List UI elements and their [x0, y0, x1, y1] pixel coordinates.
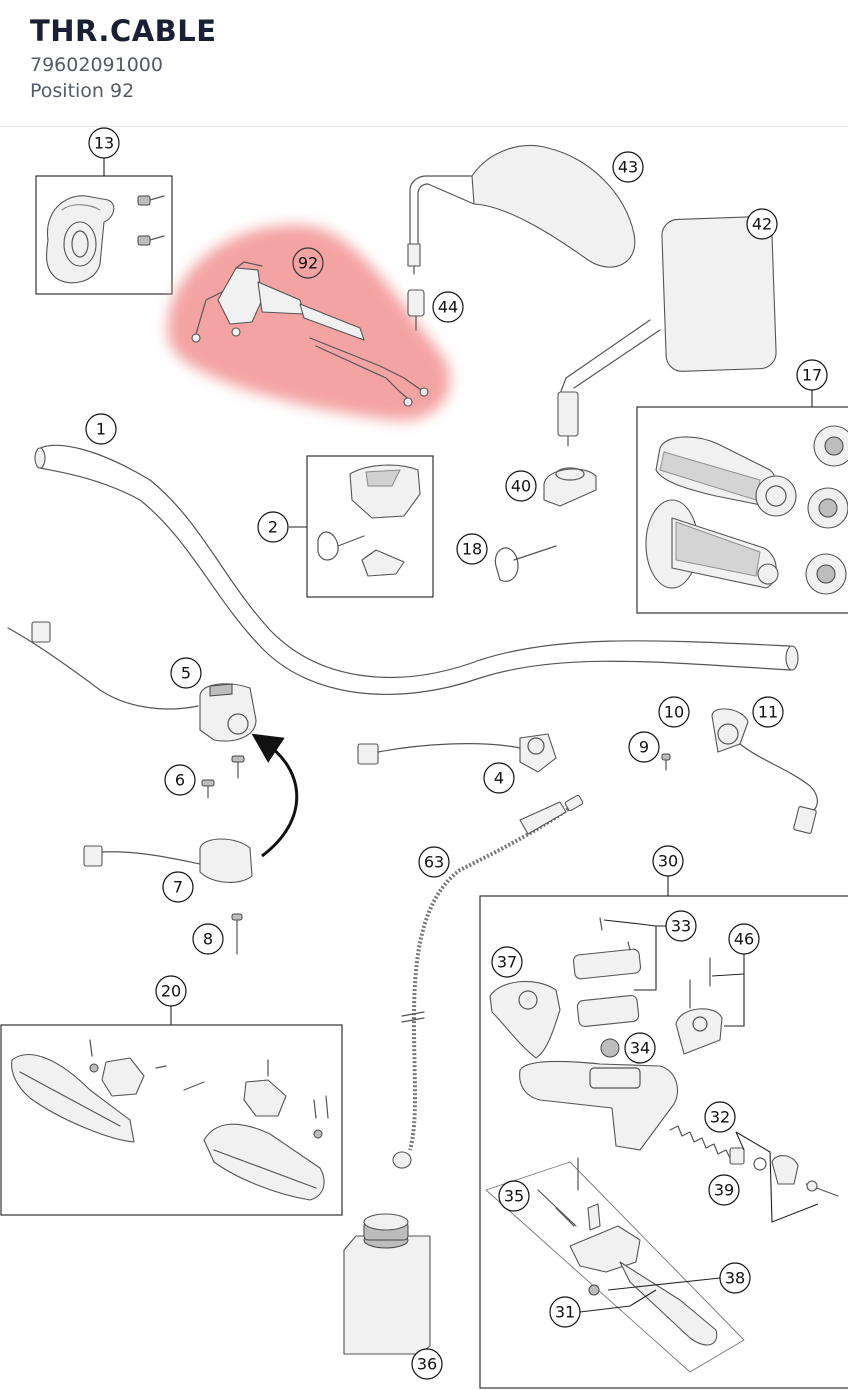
- callout-17: 17: [796, 359, 828, 391]
- svg-text:11: 11: [758, 703, 778, 722]
- callout-33: 33: [665, 910, 697, 942]
- callouts: 1 2 4 5 6 7 8 9 10 11 13 17 18 20 30 31 …: [85, 127, 828, 1380]
- callout-7: 7: [162, 871, 194, 903]
- part-63-hose: [392, 794, 584, 1169]
- svg-text:30: 30: [658, 852, 678, 871]
- svg-text:33: 33: [671, 917, 691, 936]
- part-43-mirror: [407, 144, 636, 275]
- callout-36: 36: [411, 1348, 443, 1380]
- callout-31: 31: [549, 1296, 581, 1328]
- callout-9: 9: [628, 731, 660, 763]
- part-13-throttle-housing: [35, 175, 173, 295]
- callout-32: 32: [704, 1101, 736, 1133]
- callout-39: 39: [708, 1174, 740, 1206]
- svg-text:4: 4: [494, 769, 504, 788]
- part-2-cover-kit: [306, 455, 434, 598]
- part-42-mirror: [557, 216, 777, 447]
- callout-34: 34: [624, 1032, 656, 1064]
- part-20-handguards: [0, 1024, 343, 1216]
- callout-18: 18: [456, 533, 488, 565]
- svg-text:31: 31: [555, 1303, 575, 1322]
- svg-text:32: 32: [710, 1108, 730, 1127]
- part-30-master-cylinder: [479, 895, 848, 1389]
- svg-text:9: 9: [639, 738, 649, 757]
- svg-text:8: 8: [203, 930, 213, 949]
- svg-text:42: 42: [752, 215, 772, 234]
- svg-text:37: 37: [497, 953, 517, 972]
- callout-10: 10: [658, 696, 690, 728]
- part-position: Position 92: [30, 80, 135, 102]
- svg-text:63: 63: [424, 853, 444, 872]
- svg-text:43: 43: [618, 158, 638, 177]
- svg-text:6: 6: [175, 771, 185, 790]
- svg-text:36: 36: [417, 1355, 437, 1374]
- part-number: 79602091000: [30, 54, 163, 76]
- assembly-arrow: [251, 733, 299, 858]
- callout-35: 35: [498, 1180, 530, 1212]
- callout-5: 5: [170, 657, 202, 689]
- svg-text:92: 92: [298, 254, 318, 273]
- callout-46: 46: [728, 923, 760, 955]
- svg-text:20: 20: [161, 982, 181, 1001]
- part-5-switch: [7, 621, 257, 742]
- callout-6: 6: [164, 764, 196, 796]
- svg-text:7: 7: [173, 878, 183, 897]
- part-10-11-switch: [661, 708, 818, 834]
- callout-30: 30: [652, 845, 684, 877]
- part-7-switch: [83, 838, 253, 883]
- callout-8: 8: [192, 923, 224, 955]
- svg-text:46: 46: [734, 930, 754, 949]
- callout-92-highlighted[interactable]: 92: [292, 247, 324, 279]
- svg-text:13: 13: [94, 134, 114, 153]
- leader-lines: [103, 158, 819, 1313]
- callout-13: 13: [88, 127, 120, 159]
- svg-text:38: 38: [725, 1269, 745, 1288]
- callout-42: 42: [746, 208, 778, 240]
- callout-37: 37: [491, 946, 523, 978]
- part-40-clamp: [543, 467, 597, 507]
- svg-text:18: 18: [462, 540, 482, 559]
- svg-text:10: 10: [664, 703, 684, 722]
- svg-text:39: 39: [714, 1181, 734, 1200]
- callout-40: 40: [505, 470, 537, 502]
- part-17-grips: [636, 406, 848, 614]
- callout-11: 11: [752, 696, 784, 728]
- svg-text:34: 34: [630, 1039, 650, 1058]
- header: THR.CABLE 79602091000 Position 92: [0, 0, 848, 127]
- callout-4: 4: [483, 762, 515, 794]
- callout-38: 38: [719, 1262, 751, 1294]
- svg-text:5: 5: [181, 664, 191, 683]
- part-36-fluid-bottle: [343, 1213, 431, 1355]
- part-18-cable-tie: [494, 545, 557, 582]
- part-1-handlebar: [34, 444, 799, 696]
- callout-43: 43: [612, 151, 644, 183]
- svg-text:1: 1: [96, 420, 106, 439]
- svg-text:40: 40: [511, 477, 531, 496]
- part-8-screw: [231, 913, 243, 955]
- svg-text:17: 17: [802, 366, 822, 385]
- part-92-throttle-cable-highlight: [167, 225, 451, 421]
- callout-44: 44: [432, 291, 464, 323]
- callout-20: 20: [155, 975, 187, 1007]
- svg-text:35: 35: [504, 1187, 524, 1206]
- part-44-adapter: [407, 289, 425, 331]
- callout-1: 1: [85, 413, 117, 445]
- svg-text:2: 2: [268, 518, 278, 537]
- svg-text:44: 44: [438, 298, 458, 317]
- part-title: THR.CABLE: [30, 14, 217, 48]
- callout-2: 2: [257, 511, 289, 543]
- part-6-screws: [201, 755, 245, 799]
- callout-63: 63: [418, 846, 450, 878]
- part-4-switch: [357, 733, 557, 773]
